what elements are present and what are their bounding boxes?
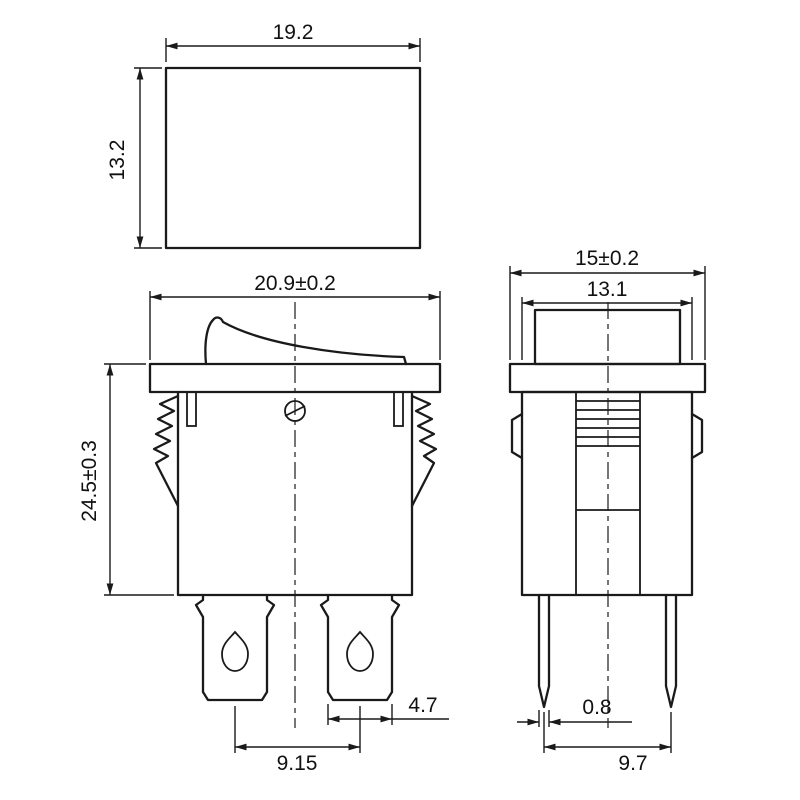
dim-top-height-label: 13.2 — [106, 140, 129, 181]
dim-pin-pitch-label: 9.7 — [618, 752, 647, 775]
right-bump — [690, 412, 704, 460]
dim-side-outer-width-label: 15±0.2 — [575, 247, 639, 270]
terminal-right-hole — [346, 630, 374, 672]
side-view — [508, 302, 707, 728]
dim-terminal-pitch: 9.15 — [234, 706, 361, 775]
dim-side-body-width-label: 13.1 — [587, 278, 628, 301]
extension-lines — [134, 67, 162, 249]
dim-front-width: 20.9±0.2 — [149, 272, 441, 360]
side-body — [520, 390, 694, 597]
extension-lines — [149, 291, 441, 360]
top-view — [164, 66, 422, 250]
dim-top-width: 19.2 — [165, 21, 421, 62]
dim-pin-width-label: 0.8 — [582, 696, 611, 719]
top-view-outline — [164, 66, 422, 250]
dim-front-width-label: 20.9±0.2 — [254, 272, 336, 295]
terminal-left — [194, 593, 276, 702]
terminal-left-hole — [221, 630, 249, 672]
left-bump — [510, 412, 524, 460]
left-snap-wing — [152, 394, 180, 508]
dim-top-width-label: 19.2 — [273, 21, 314, 44]
pin-right — [664, 593, 678, 709]
dim-side-outer-width: 15±0.2 — [509, 247, 706, 360]
right-post — [393, 391, 404, 427]
dim-terminal-width-label: 4.7 — [408, 694, 437, 717]
extension-lines — [234, 706, 361, 753]
right-snap-wing — [410, 394, 438, 508]
rocker-actuator — [204, 316, 408, 366]
dim-front-height: 24.5±0.3 — [78, 363, 174, 596]
pin-left — [537, 593, 551, 709]
dim-pin-width: 0.8 — [517, 696, 632, 727]
inner-column — [575, 392, 641, 595]
dim-top-height: 13.2 — [106, 67, 162, 249]
left-post — [186, 391, 197, 427]
dim-terminal-pitch-label: 9.15 — [277, 752, 318, 775]
extension-lines — [509, 266, 706, 360]
dim-front-height-label: 24.5±0.3 — [78, 440, 101, 522]
extension-lines — [165, 38, 421, 62]
dim-side-body-width: 13.1 — [521, 278, 693, 360]
extension-lines — [521, 297, 693, 360]
front-view — [148, 302, 442, 728]
dim-pin-pitch: 9.7 — [543, 712, 672, 775]
terminal-right — [319, 593, 401, 702]
